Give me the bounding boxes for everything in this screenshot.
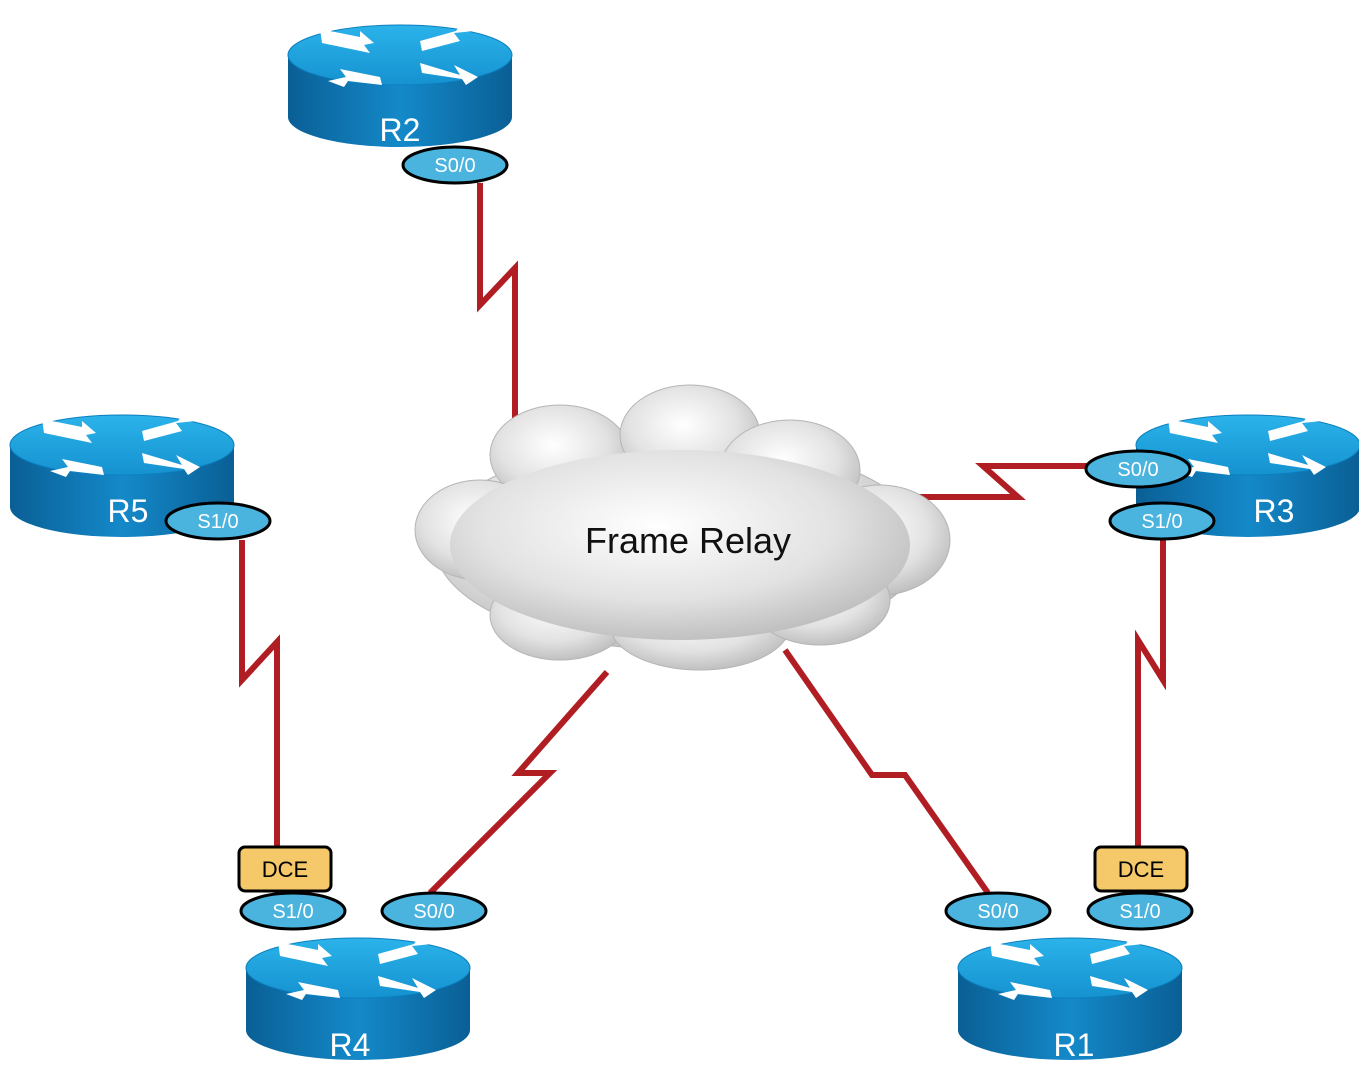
port-r1-s1-0[interactable]: S1/0 [1086, 891, 1194, 931]
port-r2-s0-0[interactable]: S0/0 [401, 145, 509, 185]
router-r2[interactable]: R2 [287, 24, 513, 148]
router-r1[interactable]: R1 [957, 937, 1183, 1063]
port-r1-s0-0[interactable]: S0/0 [944, 891, 1052, 931]
router-label: R1 [1054, 1027, 1095, 1063]
router-label: R2 [380, 112, 421, 148]
router-r5[interactable]: R5 [9, 414, 235, 538]
router-r4[interactable]: R4 [245, 937, 471, 1063]
link-r4-frame-relay [427, 670, 610, 896]
dce-tags: DCE DCE [237, 845, 1189, 893]
port-label: S0/0 [977, 901, 1018, 923]
port-label: S0/0 [413, 901, 454, 923]
router-label: R4 [330, 1027, 371, 1063]
router-label: R5 [108, 493, 149, 529]
link-r3-frame-relay [880, 463, 1088, 500]
ports: S0/0 S1/0 S0/0 S1/0 S1/0 S0/0 S0/0 S1/0 [164, 145, 1216, 931]
port-r4-s1-0[interactable]: S1/0 [239, 891, 347, 931]
link-r3-r1 [1135, 540, 1166, 847]
port-label: S1/0 [1119, 901, 1160, 923]
link-r5-r4 [239, 540, 280, 847]
router-label: R3 [1254, 493, 1295, 529]
links [239, 183, 1166, 896]
dce-tag-r4: DCE [237, 845, 333, 893]
port-label: S1/0 [272, 901, 313, 923]
port-r3-s1-0[interactable]: S1/0 [1108, 501, 1216, 541]
port-label: S0/0 [1117, 459, 1158, 481]
cloud-icon [414, 384, 951, 671]
router-r3[interactable]: R3 [1135, 414, 1359, 538]
dce-tag-r1: DCE [1093, 845, 1189, 893]
cloud-label: Frame Relay [585, 520, 791, 561]
port-r5-s1-0[interactable]: S1/0 [164, 501, 272, 541]
link-r2-frame-relay [477, 183, 518, 462]
port-label: S0/0 [434, 155, 475, 177]
port-label: S1/0 [1141, 511, 1182, 533]
frame-relay-cloud: Frame Relay [414, 384, 951, 671]
port-label: S1/0 [197, 511, 238, 533]
port-r4-s0-0[interactable]: S0/0 [380, 891, 488, 931]
port-r3-s0-0[interactable]: S0/0 [1084, 449, 1192, 489]
dce-label: DCE [1118, 857, 1164, 882]
dce-label: DCE [262, 857, 308, 882]
link-r1-frame-relay [782, 648, 991, 895]
